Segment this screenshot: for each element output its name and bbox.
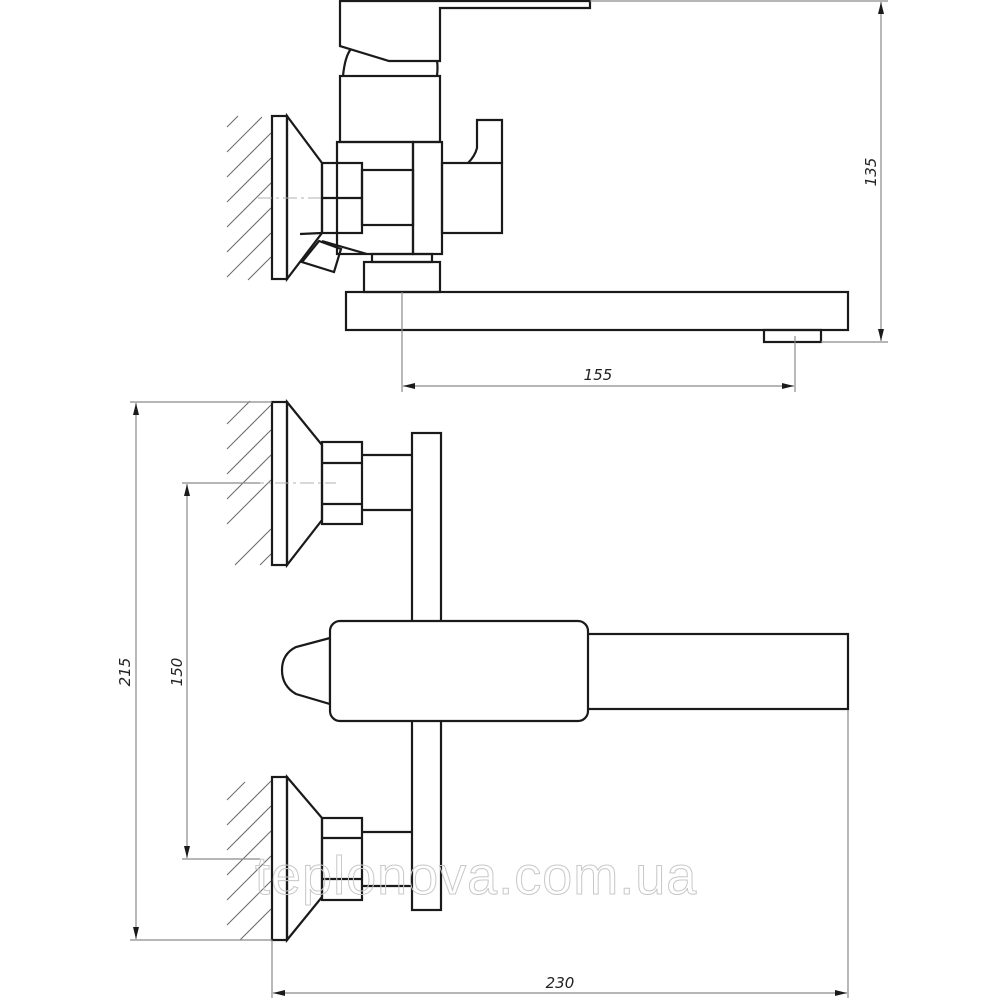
wall-hatch-top-lower <box>226 780 272 941</box>
lever-handle-side <box>338 0 592 63</box>
body-top <box>328 619 590 723</box>
watermark: teplonova.com.ua <box>255 846 697 906</box>
dimension-overall-length: 230 <box>271 710 849 998</box>
spout-top <box>578 632 850 711</box>
eccentric-nut-lower <box>320 816 364 902</box>
dimension-height-label: 135 <box>862 158 880 187</box>
side-view <box>226 0 850 344</box>
lever-handle-top <box>280 636 332 706</box>
cartridge-column <box>338 74 442 144</box>
diverter-body <box>440 161 504 235</box>
dimension-inlet-spacing-label: 150 <box>168 658 186 687</box>
dimension-overall-length-label: 230 <box>546 974 575 992</box>
spout-side <box>344 290 850 332</box>
inclined-pipe <box>300 239 343 274</box>
wall-hatch-side <box>226 115 272 281</box>
body-collar-side <box>411 140 444 256</box>
dimension-height: 135 <box>590 0 888 343</box>
cartridge-dome <box>341 48 439 77</box>
spout-swivel-ring <box>370 252 434 264</box>
diverter-knob <box>467 118 504 164</box>
wall-hatch-top-upper <box>226 400 272 566</box>
dimension-spout-reach-label: 155 <box>584 366 613 384</box>
aerator-side <box>762 328 823 344</box>
dimension-overall-height: 215 <box>116 401 272 941</box>
dimension-spout-reach: 155 <box>401 292 796 392</box>
dimension-overall-height-label: 215 <box>116 658 134 687</box>
body-inner-side <box>360 168 415 227</box>
dimension-inlet-spacing: 150 <box>168 482 260 860</box>
eccentric-nut-upper <box>320 440 364 526</box>
spout-swivel <box>362 260 442 294</box>
top-view <box>226 398 850 944</box>
